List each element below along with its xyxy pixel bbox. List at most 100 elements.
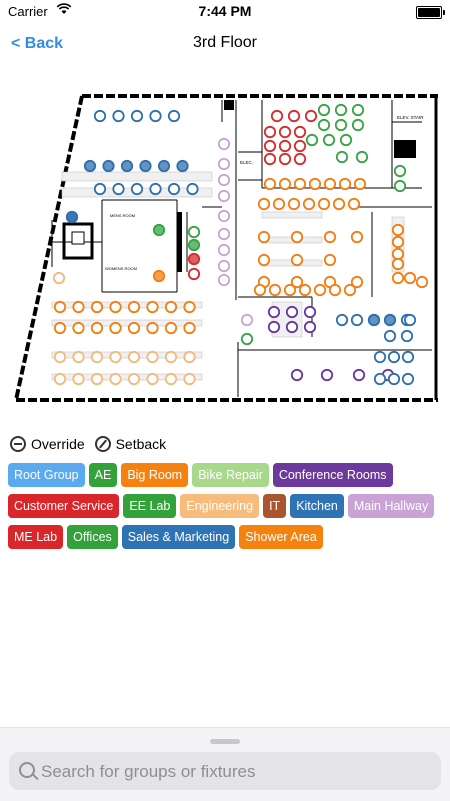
group-tag-shower-area[interactable]: Shower Area [239,525,323,549]
fixture-main-hallway[interactable] [217,173,231,187]
fixture-offices[interactable] [351,118,365,132]
fixture-conference[interactable] [285,320,299,334]
fixture-orange[interactable] [127,300,141,314]
fixture-big-room[interactable] [338,177,352,191]
fixture-blue[interactable] [83,159,97,173]
fixture-blue[interactable] [186,182,199,196]
fixture-big-room[interactable] [353,177,367,191]
fixture-big-room[interactable] [302,197,316,211]
fixture-blue[interactable] [157,159,171,173]
sheet-grabber-handle[interactable] [210,739,240,744]
fixture-big-room[interactable] [283,283,297,297]
fixture-big-room[interactable] [278,177,292,191]
fixture-engineering[interactable] [109,372,122,386]
fixture-big-room[interactable] [308,177,322,191]
fixture-sales[interactable] [373,350,387,364]
fixture-big-room[interactable] [323,253,337,267]
fixture-red[interactable] [270,109,284,123]
fixture-blue[interactable] [167,109,181,123]
fixture-blue[interactable] [120,159,134,173]
fixture-shower-area[interactable] [391,235,405,249]
fixture-conference[interactable] [352,368,366,382]
fixture-engineering[interactable] [183,372,196,386]
group-tag-ee-lab[interactable]: EE Lab [123,494,177,518]
back-button[interactable]: < Back [11,35,64,52]
fixture-sales[interactable] [335,313,349,327]
fixture-engineering[interactable] [90,350,104,364]
fixture-big-room[interactable] [268,283,282,297]
fixture-big-room[interactable] [323,177,337,191]
fixture-red[interactable] [263,152,277,166]
fixture-offices[interactable] [393,179,407,193]
fixture-blue[interactable] [130,182,144,196]
fixture-sales[interactable] [383,329,397,343]
fixture-shower-area[interactable] [391,271,405,285]
fixture-offices[interactable] [334,103,348,117]
fixture-green[interactable] [240,332,254,346]
floor-plan-fixtures[interactable] [52,103,429,386]
fixture-big-room[interactable] [257,253,271,267]
fixture-offices[interactable] [317,118,331,132]
fixture-engineering[interactable] [72,372,85,386]
fixture-orange[interactable] [53,300,67,314]
fixture-sales[interactable] [387,372,401,386]
group-tag-customer-service[interactable]: Customer Service [8,494,120,518]
fixture-sales[interactable] [400,329,414,343]
fixture-green[interactable] [152,223,166,237]
fixture-sales[interactable] [367,313,381,327]
fixture-red[interactable] [187,252,201,266]
fixture-red[interactable] [304,109,318,123]
group-tag-me-lab[interactable]: ME Lab [8,525,64,549]
fixture-offices[interactable] [335,150,349,164]
fixture-engineering[interactable] [164,372,178,386]
fixture-red[interactable] [293,152,307,166]
fixture-big-room[interactable] [257,197,271,211]
fixture-offices[interactable] [355,150,369,164]
fixture-big-room[interactable] [328,283,342,297]
fixture-red[interactable] [263,125,277,139]
fixture-offices[interactable] [351,103,365,117]
fixture-big-room[interactable] [272,197,286,211]
fixture-blue[interactable] [93,109,107,123]
fixture-shower-area[interactable] [391,223,405,237]
fixture-big-room[interactable] [263,177,277,191]
group-tag-big-room[interactable]: Big Room [121,463,189,487]
fixture-big-room[interactable] [350,275,364,289]
fixture-blue[interactable] [65,210,79,224]
fixture-offices[interactable] [305,133,319,147]
fixture-orange[interactable] [90,300,104,314]
fixture-engineering[interactable] [90,372,104,386]
fixture-blue[interactable] [149,182,162,196]
fixture-big-room[interactable] [313,283,327,297]
fixture-blue[interactable] [139,159,152,173]
group-tag-it[interactable]: IT [263,494,287,518]
fixture-orange[interactable] [146,321,159,335]
fixture-blue[interactable] [93,182,107,196]
fixture-offices[interactable] [334,118,348,132]
fixture-big-room[interactable] [290,275,304,289]
fixture-main-hallway[interactable] [217,137,231,151]
group-tag-main-hallway[interactable]: Main Hallway [347,494,435,518]
fixture-big-room[interactable] [287,197,301,211]
fixture-big-room[interactable] [257,230,271,244]
fixture-red[interactable] [263,139,277,153]
fixture-big-room[interactable] [350,230,364,244]
fixture-big-room[interactable] [317,197,331,211]
floor-plan[interactable]: ELEV. STAIR ELEC. MENS ROOM WOMENS ROOM [12,92,438,404]
fixture-orange[interactable] [72,321,85,335]
fixture-offices[interactable] [322,133,336,147]
fixture-blue[interactable] [102,159,115,173]
fixture-sales[interactable] [383,313,397,327]
fixture-orange[interactable] [164,300,178,314]
fixture-main-hallway[interactable] [217,189,231,203]
fixture-big-room[interactable] [298,283,312,297]
fixture-big-room[interactable] [343,283,357,297]
fixture-shower-area[interactable] [403,271,417,285]
fixture-orange[interactable] [127,321,141,335]
group-tag-ae[interactable]: AE [88,463,118,487]
fixture-red[interactable] [278,125,292,139]
fixture-big-room[interactable] [332,197,346,211]
fixture-engineering[interactable] [109,350,122,364]
fixture-red[interactable] [293,139,307,153]
fixture-orange[interactable] [183,300,196,314]
